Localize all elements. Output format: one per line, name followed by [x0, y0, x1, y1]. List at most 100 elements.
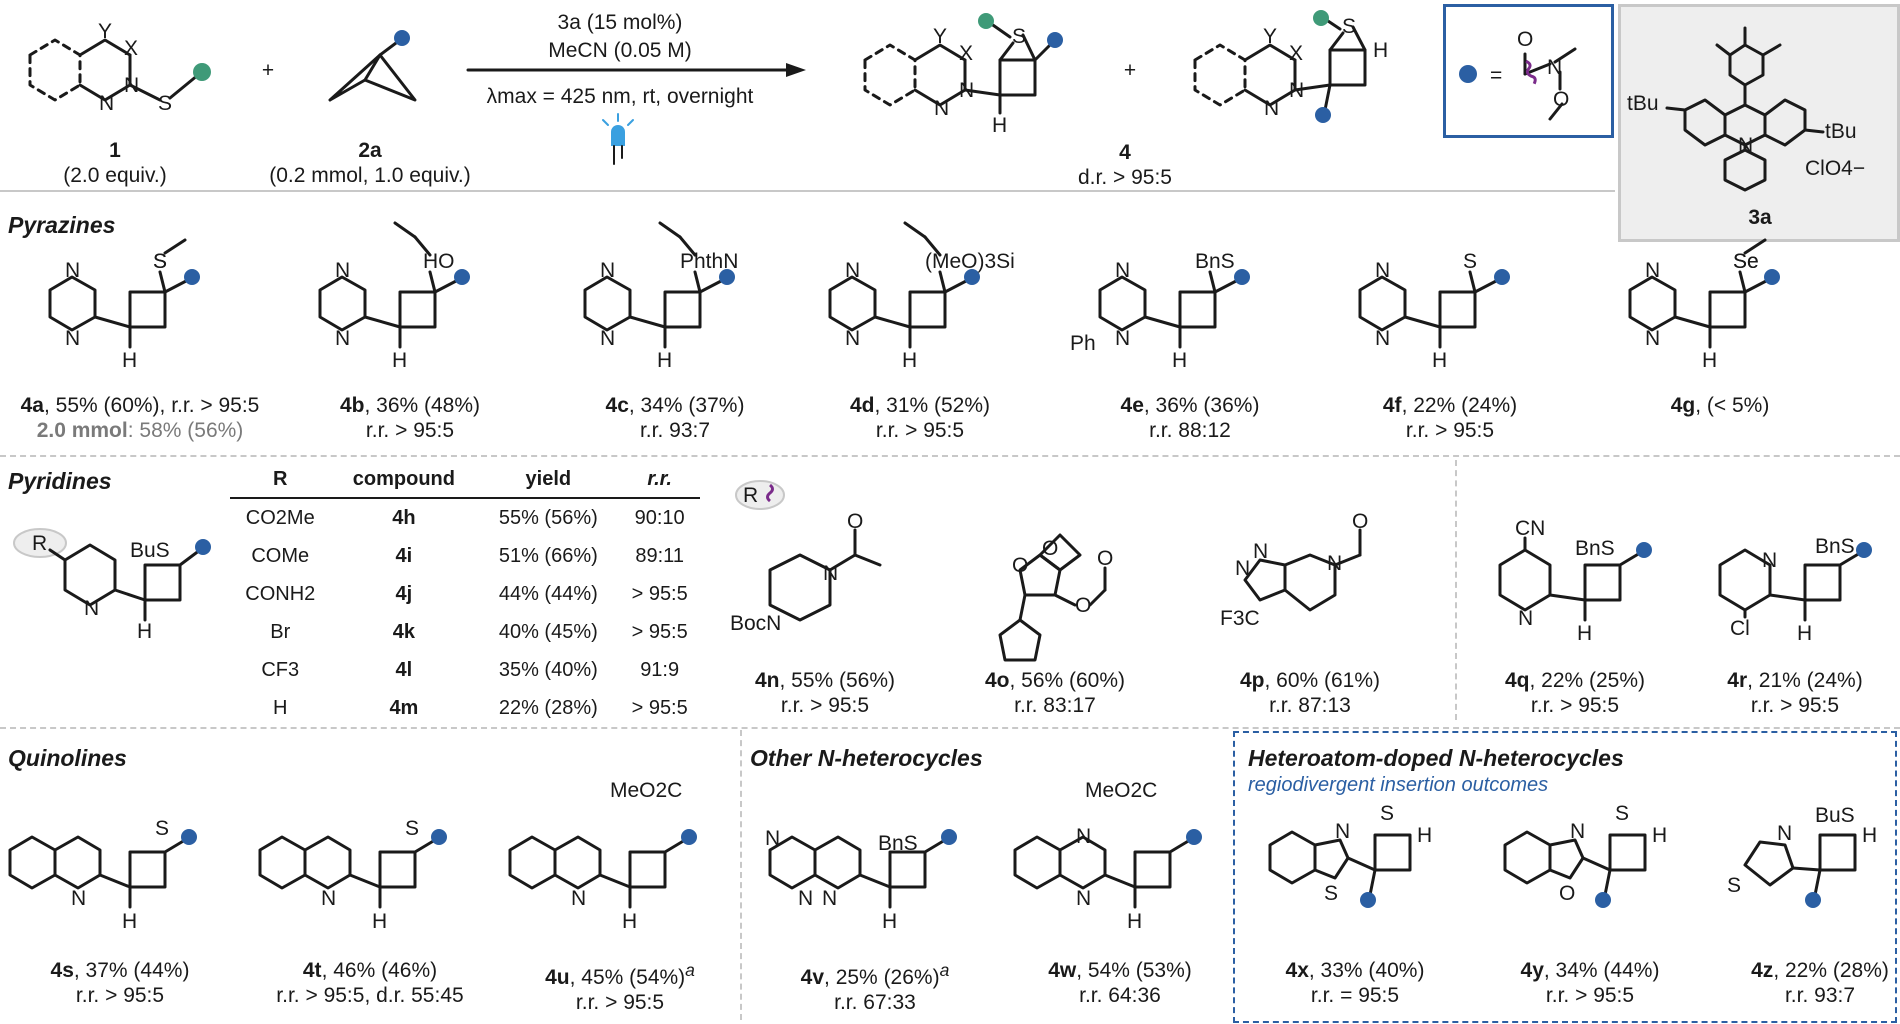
atom-label: N — [1645, 327, 1660, 350]
atom-label: H — [882, 910, 897, 933]
scaleup-yield: : 58% (56%) — [127, 419, 244, 442]
selectivity-text: r.r. > 95:5 — [1545, 984, 1635, 1007]
atom-label: N — [1375, 259, 1390, 282]
atom-label: N — [934, 97, 949, 120]
atom-label: H — [1172, 349, 1187, 372]
selectivity-text: 2.0 mmol — [36, 419, 128, 442]
table-header: r.r. — [619, 468, 700, 499]
compound-label: 4p — [1239, 669, 1265, 692]
atom-label: O — [1553, 88, 1569, 111]
atom-label: H — [1432, 349, 1447, 372]
atom-label: S — [405, 817, 419, 840]
table-header: compound — [330, 468, 478, 499]
atom-label: N — [1115, 327, 1130, 350]
atom-label: H — [372, 910, 387, 933]
selectivity-text: r.r. > 95:5 — [1750, 694, 1840, 717]
yield-text: , 21% (24%) — [1747, 669, 1863, 692]
atom-label: S — [153, 250, 167, 273]
atom-label: N — [71, 887, 86, 910]
atom-label: H — [1127, 910, 1142, 933]
atom-label: H — [122, 349, 137, 372]
reactant-1-structure: Y X N N S — [28, 20, 211, 115]
table-cell: 55% (56%) — [498, 506, 598, 529]
compound-caption-4p: 4p, 60% (61%)r.r. 87:13 — [1195, 668, 1425, 718]
quinoline-structure-4t: NHS — [258, 817, 447, 933]
selectivity-text: r.r. 64:36 — [1079, 984, 1161, 1007]
yield-text: , 34% (37%) — [628, 394, 745, 417]
yield-text: , 22% (24%) — [1401, 394, 1518, 417]
compound-label: 4g — [1670, 394, 1696, 417]
divider — [0, 455, 1900, 457]
atom-label: Se — [1733, 250, 1759, 273]
atom-label: PhthN — [680, 250, 738, 273]
substituent-legend-box — [1443, 4, 1614, 138]
atom-label: F3C — [1220, 607, 1260, 630]
table-cell: 89:11 — [635, 544, 684, 567]
compound-caption-4e: 4e, 36% (36%)r.r. 88:12 — [1050, 393, 1330, 443]
table-cell: H — [273, 696, 288, 719]
product-label: 4 — [1119, 141, 1131, 164]
atom-label: Ph — [1070, 332, 1096, 355]
atom-label: H — [1417, 824, 1432, 847]
atom-label: BnS — [1815, 535, 1855, 558]
yield-text: , 22% (25%) — [1529, 669, 1646, 692]
catalyst-loading: 3a (15 mol%) — [557, 11, 683, 34]
section-title-pyridines: Pyridines — [8, 468, 112, 494]
compound-caption-4r: 4r, 21% (24%)r.r. > 95:5 — [1690, 668, 1900, 718]
atom-label: O — [1352, 510, 1368, 533]
atom-label: H — [1862, 824, 1877, 847]
atom-label: N — [1547, 56, 1562, 79]
atom-label: N — [1335, 820, 1350, 843]
atom-label: S — [153, 250, 167, 273]
yield-text: , 31% (52%) — [874, 394, 991, 417]
atom-label: Y — [933, 25, 947, 48]
atom-label: H — [1373, 39, 1388, 62]
compound-label: 4d — [849, 394, 875, 417]
atom-label: X — [1289, 42, 1303, 65]
compound-caption-4d: 4d, 31% (52%)r.r. > 95:5 — [780, 393, 1060, 443]
section-title-pyrazines: Pyrazines — [8, 212, 116, 238]
selectivity-text: r.r. > 95:5, d.r. 55:45 — [276, 984, 464, 1007]
compound-label: 4u — [545, 966, 570, 989]
atom-label: N — [600, 259, 615, 282]
pyrazine-structure-4d: NNH(MeO)3Si — [828, 221, 1015, 372]
product-caption: 4 d.r. > 95:5 — [1050, 140, 1200, 190]
compound-label: 4f — [1382, 394, 1402, 417]
selectivity-text: r.r. > 95:5 — [875, 419, 965, 442]
atom-label: O — [1075, 594, 1091, 617]
compound-caption-4q: 4q, 22% (25%)r.r. > 95:5 — [1470, 668, 1680, 718]
atom-label: N — [600, 327, 615, 350]
catalyst-label: 3a — [1748, 206, 1772, 229]
atom-label: X — [959, 42, 973, 65]
yield-text: , 33% (40%) — [1308, 959, 1425, 982]
compound-label: 4n — [754, 669, 780, 692]
compound-label: 4e — [1120, 394, 1144, 417]
divider — [1455, 460, 1457, 720]
compound-label: 4s — [50, 959, 74, 982]
atom-label: BnS — [1195, 250, 1235, 273]
table-cell: 4i — [395, 544, 413, 567]
cat-tbu-left: tBu — [1627, 92, 1659, 115]
atom-label: S — [1380, 802, 1394, 825]
table-cell: 4l — [395, 658, 413, 681]
compound-label: 4v — [800, 966, 825, 989]
atom-label: MeO2C — [1085, 779, 1157, 802]
quinoline-structure-4s: NHS — [8, 817, 197, 933]
weinreb-amide-legend: = O N O — [1459, 28, 1577, 121]
yield-text: , 34% (44%) — [1543, 959, 1660, 982]
selectivity-text: r.r. > 95:5 — [575, 991, 665, 1014]
divider — [740, 730, 742, 1020]
compound-caption-4c: 4c, 34% (37%)r.r. 93:7 — [535, 393, 815, 443]
yield-text: , 22% (28%) — [1773, 959, 1889, 982]
